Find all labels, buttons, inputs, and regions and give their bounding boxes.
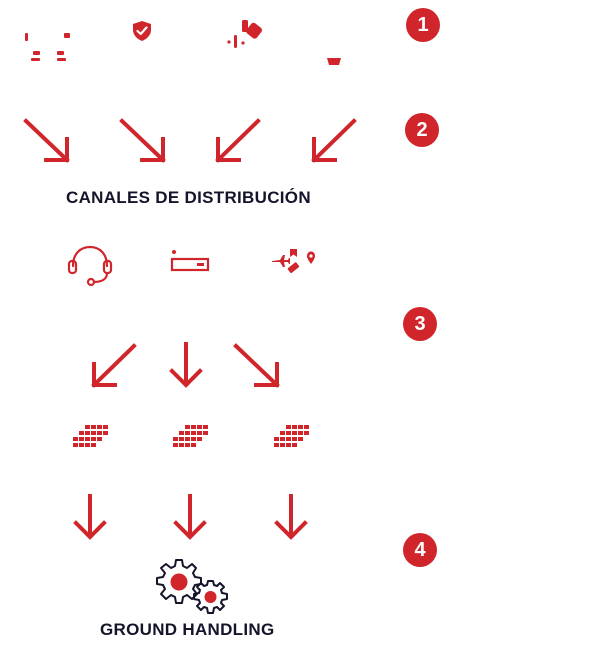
shield-check-icon <box>133 21 151 41</box>
tags-icon <box>227 20 262 48</box>
arrow-down-right-1 <box>23 118 70 163</box>
gears-icon <box>156 559 228 614</box>
facial-recognition-icon <box>25 33 70 61</box>
arrow-down-left-3 <box>91 343 137 388</box>
device-icon <box>170 250 210 272</box>
grid-icon-3 <box>274 425 309 447</box>
distribution-title: CANALES DE DISTRIBUCIÓN <box>66 188 311 207</box>
arrow-down-1 <box>169 342 203 388</box>
grid-icon-2 <box>173 425 208 447</box>
headset-icon <box>67 245 113 287</box>
arrow-down-left-2 <box>311 118 357 163</box>
step-4-badge: 4 <box>403 533 437 567</box>
travel-icon <box>272 249 315 274</box>
step-3-number: 3 <box>414 312 426 335</box>
arrow-down-2 <box>73 494 107 540</box>
grid-icon-1 <box>73 425 108 447</box>
arrow-down-left-1 <box>215 118 261 163</box>
step-1-badge: 1 <box>406 8 440 42</box>
step-4-number: 4 <box>414 538 426 561</box>
arrow-down-right-2 <box>119 118 166 163</box>
step-1-number: 1 <box>417 13 429 36</box>
arrow-down-4 <box>274 494 308 540</box>
arrow-down-right-3 <box>233 343 280 388</box>
step-2-badge: 2 <box>405 113 439 147</box>
partial-icon <box>327 58 341 65</box>
step-2-number: 2 <box>416 118 428 141</box>
arrow-down-3 <box>173 494 207 540</box>
ground-handling-title: GROUND HANDLING <box>100 620 275 639</box>
step-3-badge: 3 <box>403 307 437 341</box>
